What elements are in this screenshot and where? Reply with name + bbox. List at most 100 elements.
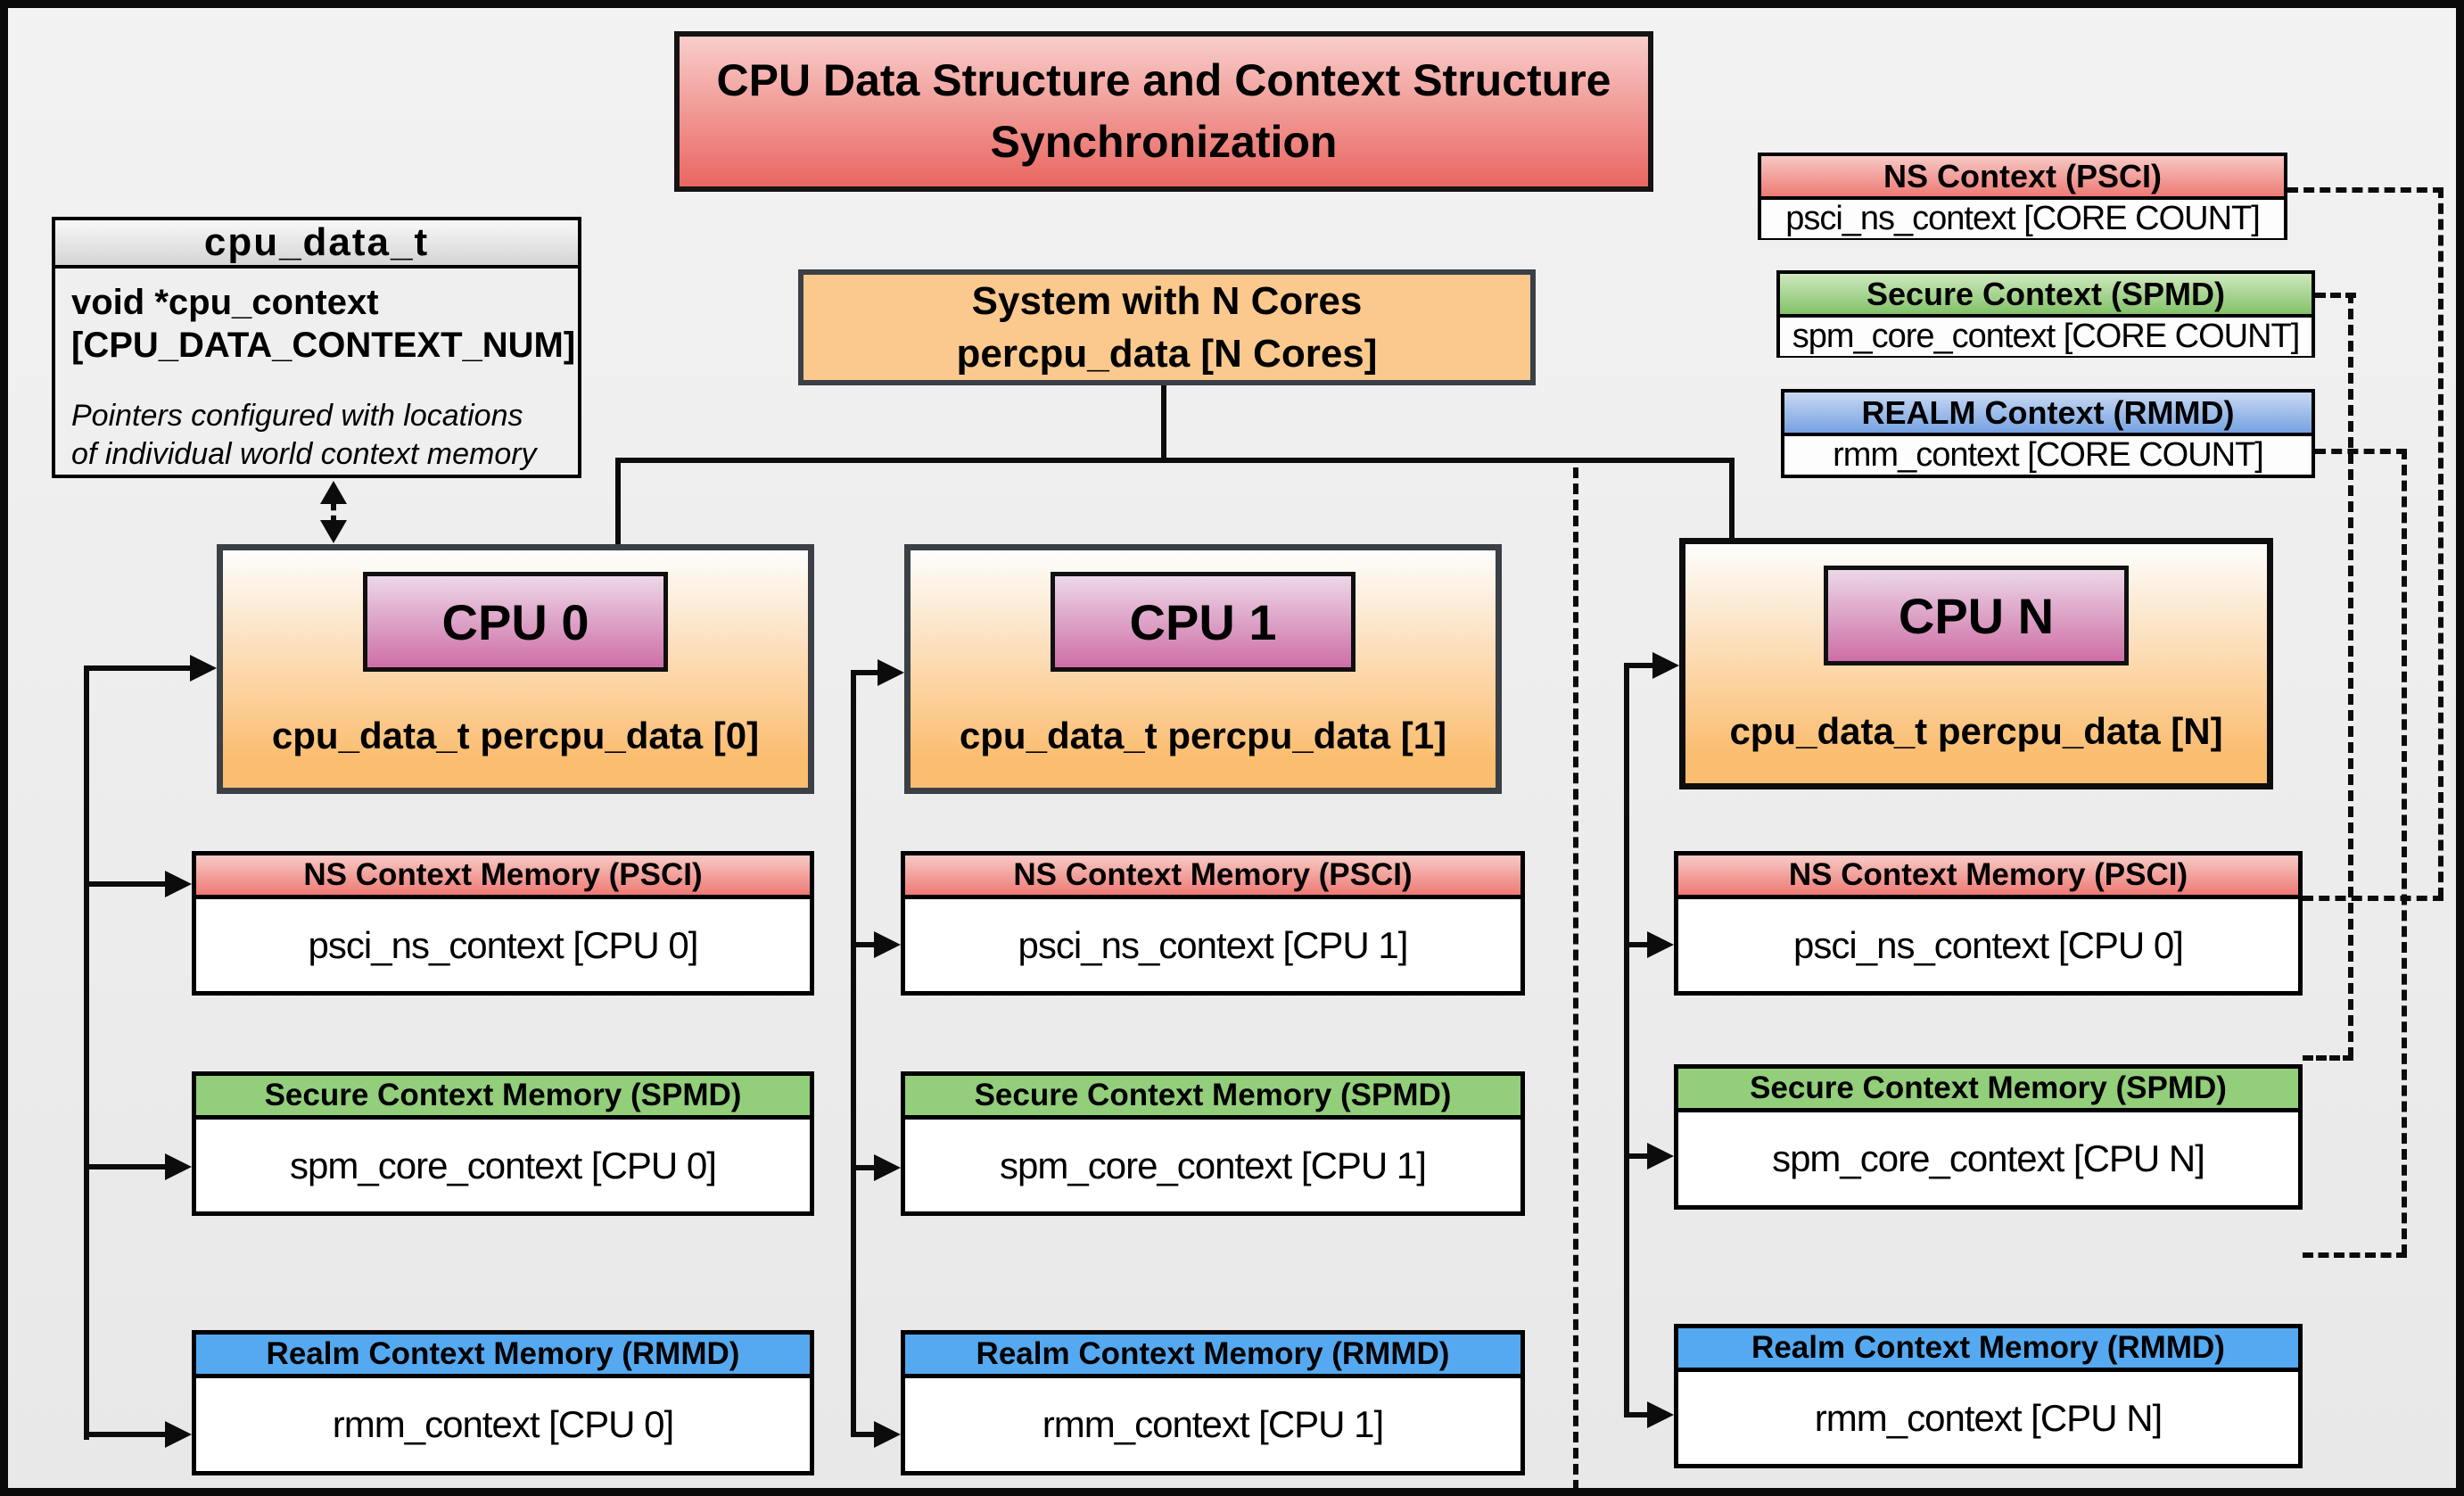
cpu1-realm-body: rmm_context [CPU 1] xyxy=(1042,1403,1384,1445)
cpun-secure-context-memory: Secure Context Memory (SPMD) spm_core_co… xyxy=(1674,1064,2303,1210)
bus-cpun-arrow-cpu xyxy=(1652,652,1679,679)
connector-top-bus xyxy=(615,458,1735,463)
link-spmd-h2 xyxy=(2303,1055,2353,1061)
cpu0-realm-header: Realm Context Memory (RMMD) xyxy=(196,1335,810,1378)
bus-cpu1-arrow-secure xyxy=(874,1154,901,1181)
cpu1-secure-body: spm_core_context [CPU 1] xyxy=(1000,1144,1427,1186)
legend-secure-body: spm_core_context [CORE COUNT] xyxy=(1780,318,2312,356)
bus-cpu0-arrow-ns xyxy=(165,871,192,897)
cpun-realm-header: Realm Context Memory (RMMD) xyxy=(1678,1328,2298,1372)
bus-cpu0-branch-ns xyxy=(84,881,168,887)
cpu-data-t-header: cpu_data_t xyxy=(55,220,578,269)
cpu0-secure-context-memory: Secure Context Memory (SPMD) spm_core_co… xyxy=(192,1071,814,1216)
bus-cpu1-arrow-ns xyxy=(874,931,901,958)
cpun-ns-header: NS Context Memory (PSCI) xyxy=(1678,855,2298,899)
cpu1-label: CPU 1 xyxy=(1051,572,1356,672)
diagram-title-text: CPU Data Structure and Context Structure… xyxy=(716,55,1611,167)
bus-cpun-arrow-ns xyxy=(1647,931,1674,958)
cpu1-ns-context-memory: NS Context Memory (PSCI) psci_ns_context… xyxy=(901,851,1525,996)
connector-drop-cpu0 xyxy=(615,458,621,547)
bus-cpu1-branch-realm xyxy=(851,1432,878,1437)
cpu0-ns-body: psci_ns_context [CPU 0] xyxy=(308,923,699,966)
cpun-realm-context-memory: Realm Context Memory (RMMD) rmm_context … xyxy=(1674,1324,2303,1468)
bus-cpu0-branch-cpu xyxy=(84,665,193,671)
bus-cpu0 xyxy=(84,665,89,1440)
cpu0-realm-context-memory: Realm Context Memory (RMMD) rmm_context … xyxy=(192,1330,814,1475)
cpun-data-label: cpu_data_t percpu_data [N] xyxy=(1729,710,2223,752)
link-psci-h2 xyxy=(2303,896,2443,901)
double-arrow-up xyxy=(320,481,347,504)
bus-cpu0-branch-realm xyxy=(84,1432,168,1437)
cpu-data-t-field-line2: [CPU_DATA_CONTEXT_NUM] xyxy=(71,326,576,365)
cpun-label: CPU N xyxy=(1824,566,2129,665)
cpu1-ns-header: NS Context Memory (PSCI) xyxy=(905,855,1520,899)
system-line1: System with N Cores xyxy=(971,278,1363,323)
connector-system-stem xyxy=(1161,383,1166,461)
bus-cpu1-branch-secure xyxy=(851,1165,878,1170)
link-spmd-h1 xyxy=(2315,293,2356,298)
cpu0-label: CPU 0 xyxy=(363,572,668,672)
link-psci-h1 xyxy=(2287,187,2443,193)
legend-ns-header: NS Context (PSCI) xyxy=(1761,156,2284,200)
cpu1-secure-context-memory: Secure Context Memory (SPMD) spm_core_co… xyxy=(901,1071,1525,1216)
legend-ns-context: NS Context (PSCI) psci_ns_context [CORE … xyxy=(1758,153,2287,240)
cpu1-realm-context-memory: Realm Context Memory (RMMD) rmm_context … xyxy=(901,1330,1525,1475)
link-psci-v xyxy=(2438,187,2443,898)
diagram-title: CPU Data Structure and Context Structure… xyxy=(674,31,1653,192)
bus-cpun xyxy=(1624,663,1629,1417)
bus-cpun-arrow-secure xyxy=(1647,1143,1674,1170)
connector-drop-cpun xyxy=(1729,458,1735,542)
cpu-data-t-note-line2: of individual world context memory xyxy=(71,436,537,471)
legend-secure-header: Secure Context (SPMD) xyxy=(1780,274,2312,318)
bus-cpu0-branch-secure xyxy=(84,1164,168,1170)
bus-cpu1-arrow-realm xyxy=(874,1421,901,1448)
cpun-ns-context-memory: NS Context Memory (PSCI) psci_ns_context… xyxy=(1674,851,2303,996)
cpun-secure-body: spm_core_context [CPU N] xyxy=(1772,1137,2205,1179)
link-rmmd-v xyxy=(2402,449,2407,1255)
divider-dashed xyxy=(1573,467,1578,1488)
legend-ns-body: psci_ns_context [CORE COUNT] xyxy=(1761,200,2284,238)
bus-cpu1-arrow-cpu xyxy=(878,659,904,686)
bus-cpun-branch-secure xyxy=(1624,1153,1651,1159)
bus-cpun-branch-realm xyxy=(1624,1412,1651,1417)
cpun-ns-body: psci_ns_context [CPU 0] xyxy=(1793,923,2184,966)
cpu-data-t-struct: cpu_data_t void *cpu_context [CPU_DATA_C… xyxy=(52,217,581,478)
link-spmd-v xyxy=(2348,293,2353,1058)
system-line2: percpu_data [N Cores] xyxy=(956,332,1378,376)
bus-cpun-arrow-realm xyxy=(1647,1401,1674,1428)
bus-cpu1-branch-ns xyxy=(851,942,878,947)
legend-secure-context: Secure Context (SPMD) spm_core_context [… xyxy=(1776,270,2315,358)
cpu0-secure-body: spm_core_context [CPU 0] xyxy=(290,1144,717,1186)
cpu0-ns-context-memory: NS Context Memory (PSCI) psci_ns_context… xyxy=(192,851,814,996)
legend-realm-body: rmm_context [CORE COUNT] xyxy=(1784,436,2312,475)
cpun-box: CPU N cpu_data_t percpu_data [N] xyxy=(1679,538,2273,789)
cpu-data-t-field-line1: void *cpu_context xyxy=(71,283,379,322)
legend-realm-context: REALM Context (RMMD) rmm_context [CORE C… xyxy=(1781,389,2315,478)
cpu-data-t-body: void *cpu_context [CPU_DATA_CONTEXT_NUM]… xyxy=(55,269,578,485)
cpu0-secure-header: Secure Context Memory (SPMD) xyxy=(196,1076,810,1120)
link-rmmd-h2 xyxy=(2303,1252,2407,1258)
double-arrow-down xyxy=(320,520,347,543)
bus-cpu0-arrow-secure xyxy=(165,1153,192,1180)
cpu-data-t-note: Pointers configured with locations of in… xyxy=(71,397,562,473)
cpu1-data-label: cpu_data_t percpu_data [1] xyxy=(959,715,1447,756)
cpu1-secure-header: Secure Context Memory (SPMD) xyxy=(905,1076,1520,1120)
cpu1-ns-body: psci_ns_context [CPU 1] xyxy=(1018,923,1409,966)
double-arrow-shaft xyxy=(331,500,336,525)
bus-cpu1-branch-cpu xyxy=(851,670,881,675)
system-box: System with N Cores percpu_data [N Cores… xyxy=(798,269,1536,385)
cpun-realm-body: rmm_context [CPU N] xyxy=(1814,1396,2163,1439)
cpu0-ns-header: NS Context Memory (PSCI) xyxy=(196,855,810,899)
cpu0-box: CPU 0 cpu_data_t percpu_data [0] xyxy=(217,544,814,794)
bus-cpu1 xyxy=(851,670,856,1437)
cpu1-realm-header: Realm Context Memory (RMMD) xyxy=(905,1335,1520,1378)
cpun-secure-header: Secure Context Memory (SPMD) xyxy=(1678,1069,2298,1112)
cpu0-realm-body: rmm_context [CPU 0] xyxy=(332,1403,674,1445)
bus-cpun-branch-cpu xyxy=(1624,663,1656,668)
legend-realm-header: REALM Context (RMMD) xyxy=(1784,393,2312,436)
cpu0-data-label: cpu_data_t percpu_data [0] xyxy=(271,715,760,756)
link-rmmd-h1 xyxy=(2315,449,2407,454)
bus-cpun-branch-ns xyxy=(1624,942,1651,947)
bus-cpu0-arrow-cpu xyxy=(190,655,217,682)
